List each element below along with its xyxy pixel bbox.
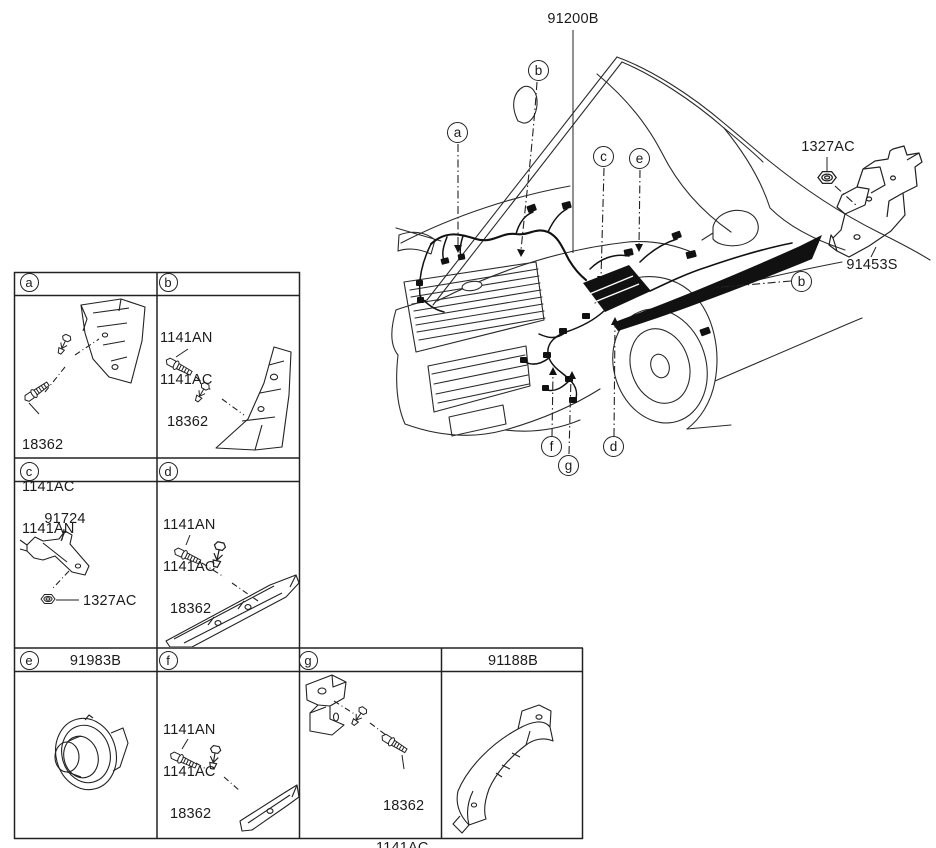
part-label-91188B[interactable]: 91188B xyxy=(487,653,539,669)
cell-c-letter: c xyxy=(19,461,39,481)
cell-g-letter: g xyxy=(298,650,318,670)
wiring-harness xyxy=(418,208,793,403)
part-label-91724[interactable]: 91724 xyxy=(44,511,86,527)
callout-d[interactable]: d xyxy=(603,436,624,457)
cell-h-protector-drawing xyxy=(452,704,554,834)
callout-f[interactable]: f xyxy=(541,436,562,457)
part-label-1327AC-cell[interactable]: 1327AC xyxy=(83,593,137,609)
vehicle-front-diagram xyxy=(391,30,931,455)
cell-a-letter: a xyxy=(19,272,39,292)
callout-g[interactable]: g xyxy=(558,455,579,476)
part-label-91983B[interactable]: 91983B xyxy=(69,653,122,669)
cell-g-part-labels[interactable]: 18362 1141AC 1141AN xyxy=(376,798,429,848)
cell-f-part-labels[interactable]: 1141AN 1141AC 18362 xyxy=(163,722,216,822)
harness-connectors xyxy=(416,201,711,403)
fuse-box xyxy=(583,265,651,312)
part-label-91200B[interactable]: 91200B xyxy=(547,11,599,27)
cell-d-letter: d xyxy=(158,461,178,481)
mounting-nut-drawing xyxy=(817,170,837,185)
cell-d-part-labels[interactable]: 1141AN 1141AC 18362 xyxy=(163,517,216,617)
cell-b-part-labels[interactable]: 1141AN 1141AC 18362 xyxy=(160,330,213,430)
cell-e-letter: e xyxy=(19,650,39,670)
callout-a[interactable]: a xyxy=(447,122,468,143)
callout-leader-lines xyxy=(457,81,858,455)
callout-e[interactable]: e xyxy=(629,148,650,169)
part-label-1327AC-main[interactable]: 1327AC xyxy=(801,139,855,155)
callout-c[interactable]: c xyxy=(593,146,614,167)
leader-arrowheads xyxy=(454,244,714,379)
part-label-91453S[interactable]: 91453S xyxy=(846,257,898,273)
callout-b-right[interactable]: b xyxy=(791,271,812,292)
car-body-lines xyxy=(391,56,931,437)
cell-a-part-labels[interactable]: 18362 1141AC 1141AN xyxy=(22,437,75,537)
bracket-91453S-drawing xyxy=(828,145,923,258)
cell-b-letter: b xyxy=(158,272,178,292)
cell-e-grommet-drawing xyxy=(54,714,129,791)
cell-f-letter: f xyxy=(158,650,178,670)
callout-b-top[interactable]: b xyxy=(528,60,549,81)
